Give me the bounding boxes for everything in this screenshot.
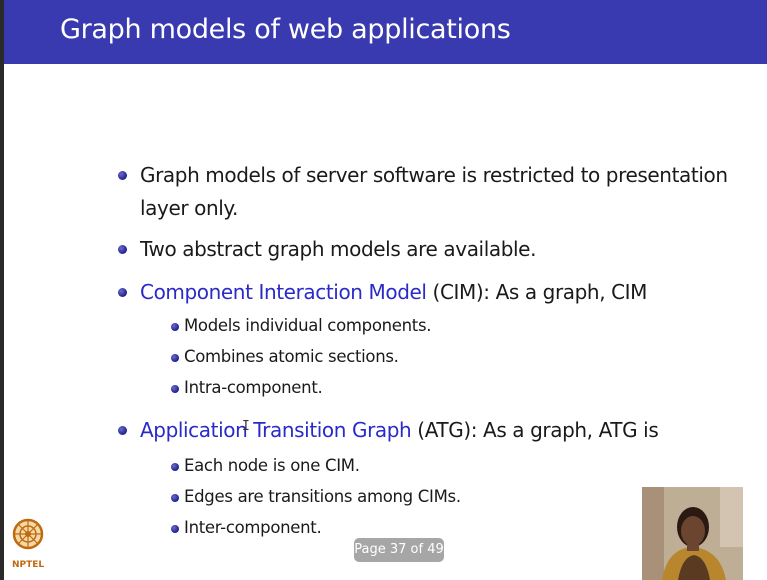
presenter-image xyxy=(642,487,743,580)
presenter-webcam xyxy=(642,487,743,580)
sub-bullet-icon xyxy=(171,385,179,393)
atg-term: Application Transition Graph xyxy=(140,418,412,442)
sub-bullet-icon xyxy=(171,525,179,533)
slide-title: Graph models of web applications xyxy=(60,14,511,45)
bullet-icon xyxy=(118,171,127,180)
bullet-text: Two abstract graph models are available. xyxy=(140,237,537,261)
bullet-icon xyxy=(118,245,127,254)
sub-bullet-text: Intra-component. xyxy=(184,378,323,397)
cim-term: Component Interaction Model xyxy=(140,280,427,304)
slide: Graph models of web applications Graph m… xyxy=(4,0,767,580)
sub-bullet-text: Edges are transitions among CIMs. xyxy=(184,487,461,506)
sub-bullet-icon xyxy=(171,494,179,502)
sub-bullet-text: Each node is one CIM. xyxy=(184,456,360,475)
bullet-text-continued: layer only. xyxy=(140,196,238,220)
sub-bullet-icon xyxy=(171,323,179,331)
bullet-text: Graph models of server software is restr… xyxy=(140,163,728,187)
bullet-icon xyxy=(118,288,127,297)
sub-bullet-icon xyxy=(171,463,179,471)
atg-description: (ATG): As a graph, ATG is xyxy=(411,418,659,442)
title-bar: Graph models of web applications xyxy=(4,0,767,64)
sub-bullet-text: Models individual components. xyxy=(184,316,432,335)
bullet-text: Component Interaction Model (CIM): As a … xyxy=(140,280,647,304)
nptel-emblem-icon xyxy=(12,518,44,550)
cim-description: (CIM): As a graph, CIM xyxy=(426,280,648,304)
nptel-label: NPTEL xyxy=(12,560,45,570)
page-indicator: Page 37 of 49 xyxy=(354,538,444,562)
text-cursor-icon: I xyxy=(242,419,250,434)
sub-bullet-text: Inter-component. xyxy=(184,518,322,537)
nptel-logo xyxy=(12,512,52,576)
sub-bullet-text: Combines atomic sections. xyxy=(184,347,399,366)
bullet-text: Application Transition Graph (ATG): As a… xyxy=(140,418,659,442)
sub-bullet-icon xyxy=(171,354,179,362)
bullet-icon xyxy=(118,426,127,435)
